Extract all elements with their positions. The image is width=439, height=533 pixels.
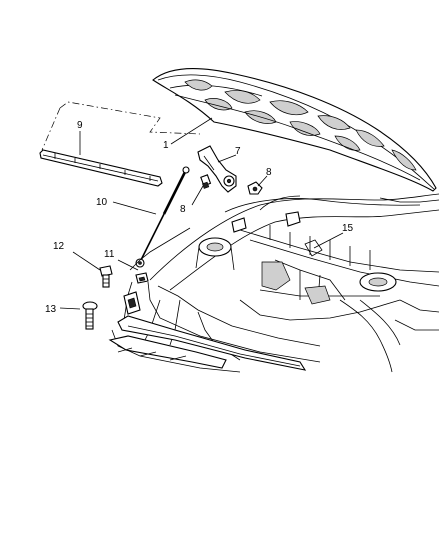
callout-12: 12 [53,241,65,252]
callout-8-right: 8 [266,167,272,178]
callout-1: 1 [163,140,169,151]
callout-10: 10 [96,197,108,208]
bolt-13 [82,301,98,330]
callout-15: 15 [342,223,354,234]
callout-8-left: 8 [180,204,186,215]
hood-hinge [197,145,237,193]
hinge-bolt-left [200,174,212,189]
cowl-screen [304,239,323,257]
callout-7: 7 [235,146,241,157]
hood-support-strut [135,166,190,268]
hood-panel [152,68,437,192]
leader-lines [59,117,344,310]
bolt-12 [99,265,113,288]
callout-labels: 1 7 8 8 9 10 11 12 13 15 [45,120,354,315]
hood-seal [39,101,201,187]
callout-9: 9 [77,120,83,131]
callout-11: 11 [104,249,115,260]
callout-13: 13 [45,304,57,315]
nut-11 [135,272,149,284]
engine-compartment [108,193,439,373]
